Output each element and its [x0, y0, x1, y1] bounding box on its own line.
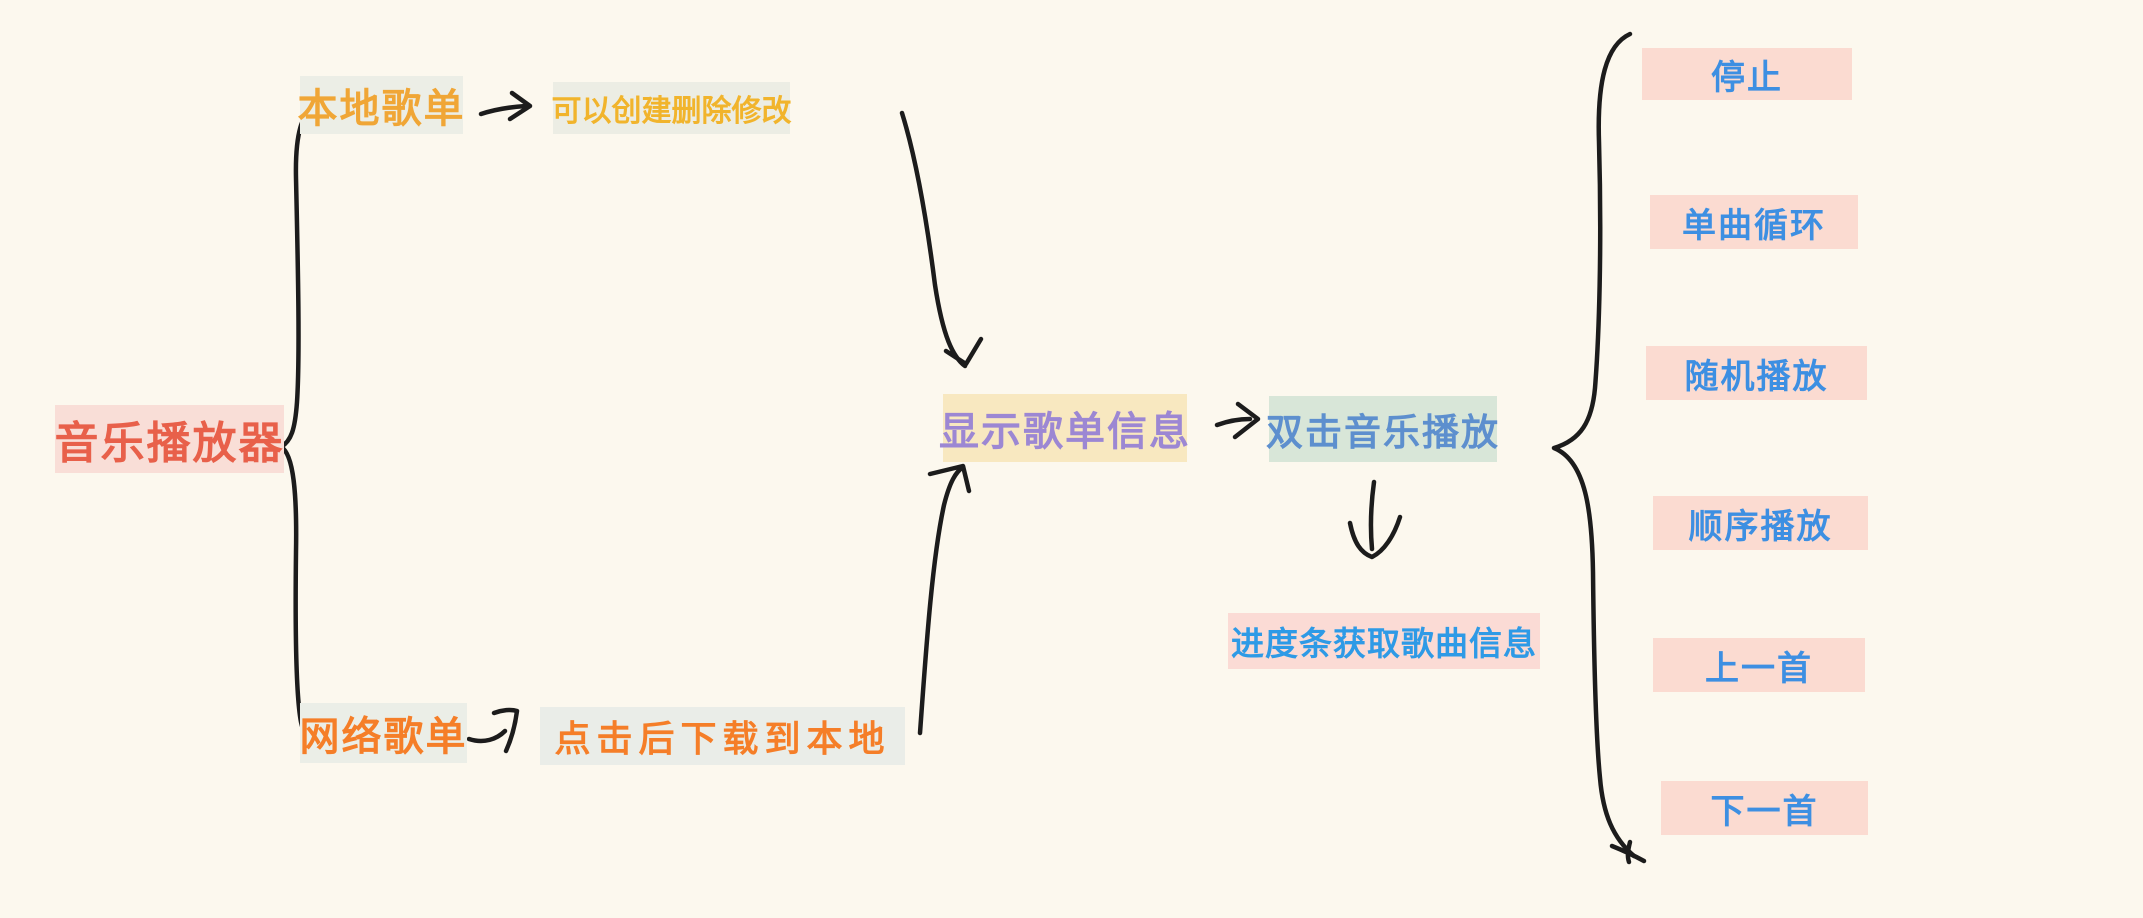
node-local-note-create-delete-modify: 可以创建删除修改 [552, 82, 792, 134]
arrow-create-note-to-display [899, 110, 984, 369]
node-network-note-download-local: 点击后下载到本地 [540, 707, 905, 765]
arrow-local-to-note [478, 90, 533, 122]
node-control-stop: 停止 [1642, 48, 1852, 100]
arrow-play-to-progress [1347, 479, 1403, 560]
arrow-network-to-note [466, 707, 520, 754]
node-control-sequential-play: 顺序播放 [1653, 496, 1868, 550]
right-brace-tail-flick [1609, 839, 1647, 865]
right-brace-stroke [1551, 31, 1637, 859]
arrow-download-note-to-display [917, 463, 972, 736]
arrow-display-to-play [1214, 401, 1261, 440]
node-control-single-loop: 单曲循环 [1650, 195, 1858, 249]
node-progress-bar-song-info: 进度条获取歌曲信息 [1228, 613, 1540, 669]
left-brace-stroke [278, 99, 325, 750]
node-local-playlist: 本地歌单 [298, 76, 464, 134]
node-control-next-track: 下一首 [1661, 781, 1868, 835]
node-music-player: 音乐播放器 [55, 405, 284, 473]
node-display-playlist-info: 显示歌单信息 [939, 394, 1189, 462]
node-control-shuffle-play: 随机播放 [1646, 346, 1867, 400]
node-double-click-play: 双击音乐播放 [1266, 396, 1498, 462]
node-network-playlist: 网络歌单 [300, 703, 467, 763]
node-control-previous-track: 上一首 [1653, 638, 1865, 692]
